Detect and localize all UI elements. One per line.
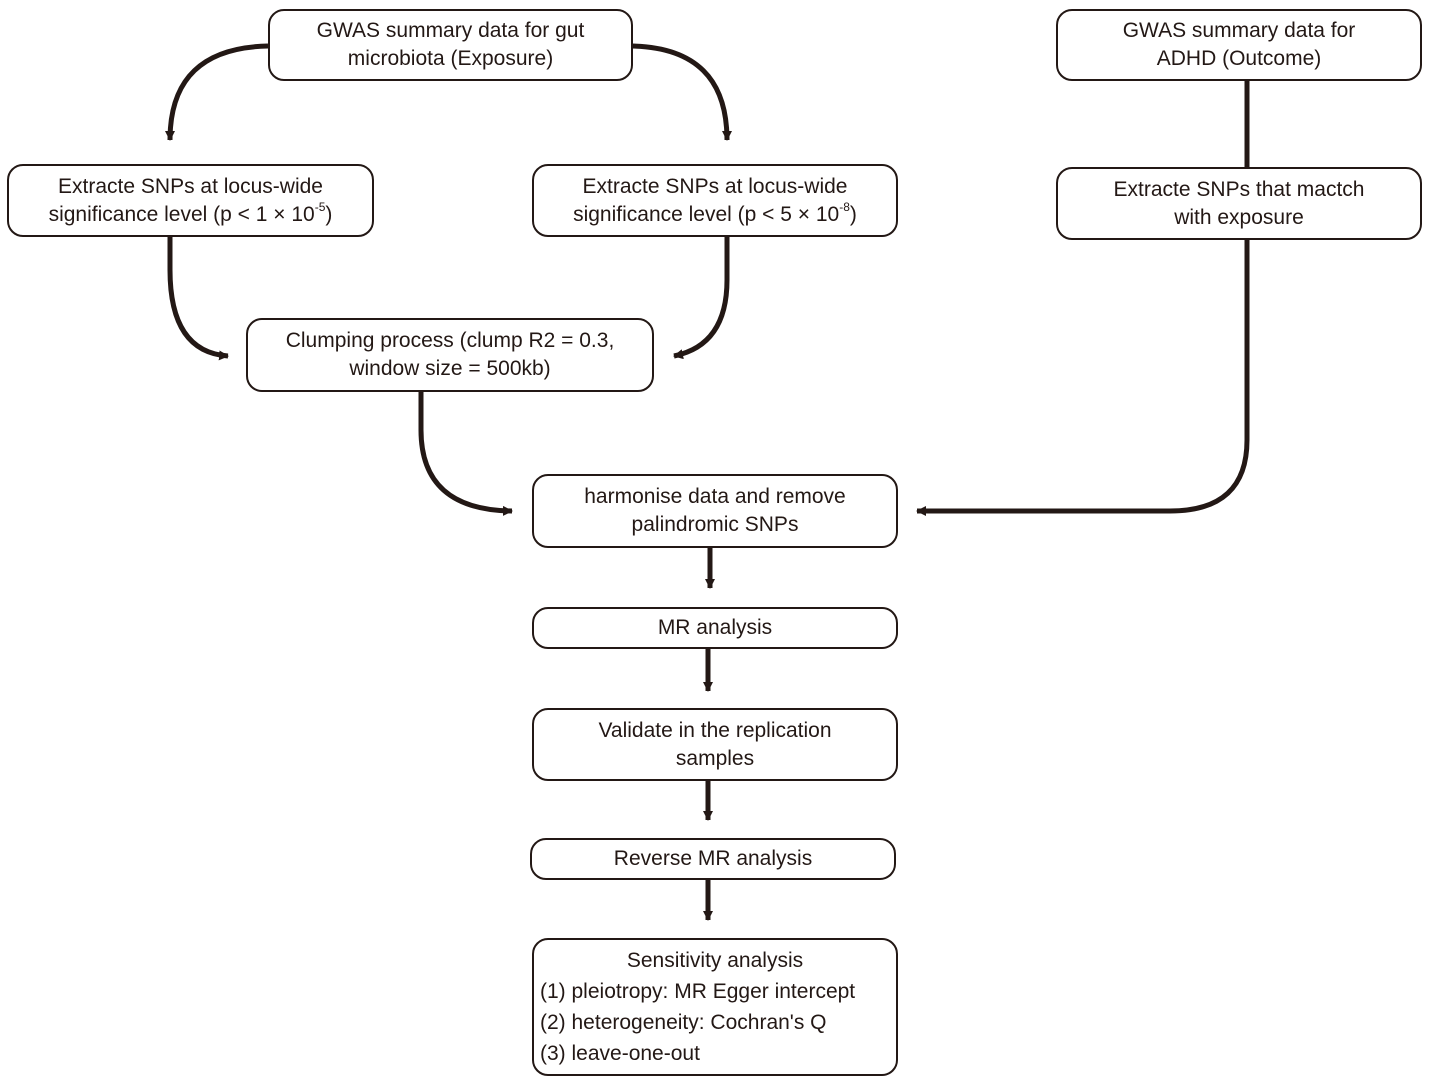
extract-locus-1e5-line2: significance level (p < 1 × 10-5) (49, 201, 333, 229)
arrow-extract-outcome-to-harmonise (916, 240, 1250, 516)
validate-line1: Validate in the replication (598, 718, 832, 742)
threshold-exponent: -5 (314, 199, 326, 214)
gwas-outcome-line1: GWAS summary data for (1122, 19, 1356, 42)
reverse-mr-label: Reverse MR analysis (613, 847, 813, 870)
extract-locus-1e5-box: Extracte SNPs at locus-wide significance… (7, 164, 374, 237)
harmonise-line2: palindromic SNPs (631, 513, 799, 536)
clumping-box: Clumping process (clump R2 = 0.3, window… (246, 318, 654, 392)
extract-outcome-box: Extracte SNPs that mactch with exposure (1056, 167, 1422, 240)
extract-locus-1e5-line1: Extracte SNPs at locus-wide (58, 174, 323, 198)
arrow-locus-5e8-to-clumping (673, 237, 730, 360)
reverse-mr-box: Reverse MR analysis (530, 838, 896, 880)
sensitivity-title: Sensitivity analysis (626, 949, 804, 972)
threshold-text: significance level (p < 1 × 10 (48, 202, 315, 226)
mr-analysis-label: MR analysis (657, 616, 773, 639)
threshold-text: significance level (p < 5 × 10 (573, 202, 840, 226)
sensitivity-item-heterogeneity: (2) heterogeneity: Cochran's Q (540, 1011, 827, 1034)
threshold-close: ) (849, 202, 857, 226)
arrow-locus-1e5-to-clumping (167, 237, 229, 361)
arrow-clumping-to-harmonise (418, 391, 513, 516)
harmonise-box: harmonise data and remove palindromic SN… (532, 474, 898, 548)
sensitivity-box: Sensitivity analysis (1) pleiotropy: MR … (532, 938, 898, 1076)
sensitivity-item-leave-one-out: (3) leave-one-out (540, 1042, 700, 1065)
extract-locus-5e8-line2: significance level (p < 5 × 10-8) (573, 201, 857, 229)
validate-line2: samples (675, 746, 755, 770)
gwas-exposure-line1: GWAS summary data for gut (316, 19, 585, 42)
gwas-outcome-box: GWAS summary data for ADHD (Outcome) (1056, 9, 1422, 81)
threshold-exponent: -8 (839, 199, 850, 214)
gwas-outcome-line2: ADHD (Outcome) (1156, 47, 1322, 70)
extract-locus-5e8-box: Extracte SNPs at locus-wide significance… (532, 164, 898, 237)
validate-box: Validate in the replication samples (532, 708, 898, 781)
sensitivity-item-pleiotropy: (1) pleiotropy: MR Egger intercept (540, 980, 856, 1003)
extract-outcome-line2: with exposure (1174, 205, 1304, 229)
harmonise-line1: harmonise data and remove (584, 485, 846, 508)
gwas-exposure-line2: microbiota (Exposure) (347, 47, 554, 70)
threshold-close: ) (325, 202, 333, 226)
clumping-line2: window size = 500kb) (349, 357, 551, 380)
arrow-exposure-to-locus-1e5 (165, 43, 269, 141)
arrow-exposure-to-locus-5e8 (631, 43, 732, 141)
clumping-line1: Clumping process (clump R2 = 0.3, (285, 329, 615, 352)
extract-outcome-line1: Extracte SNPs that mactch (1113, 177, 1365, 201)
extract-locus-5e8-line1: Extracte SNPs at locus-wide (582, 174, 848, 198)
mr-analysis-box: MR analysis (532, 607, 898, 649)
gwas-exposure-box: GWAS summary data for gut microbiota (Ex… (268, 9, 633, 81)
